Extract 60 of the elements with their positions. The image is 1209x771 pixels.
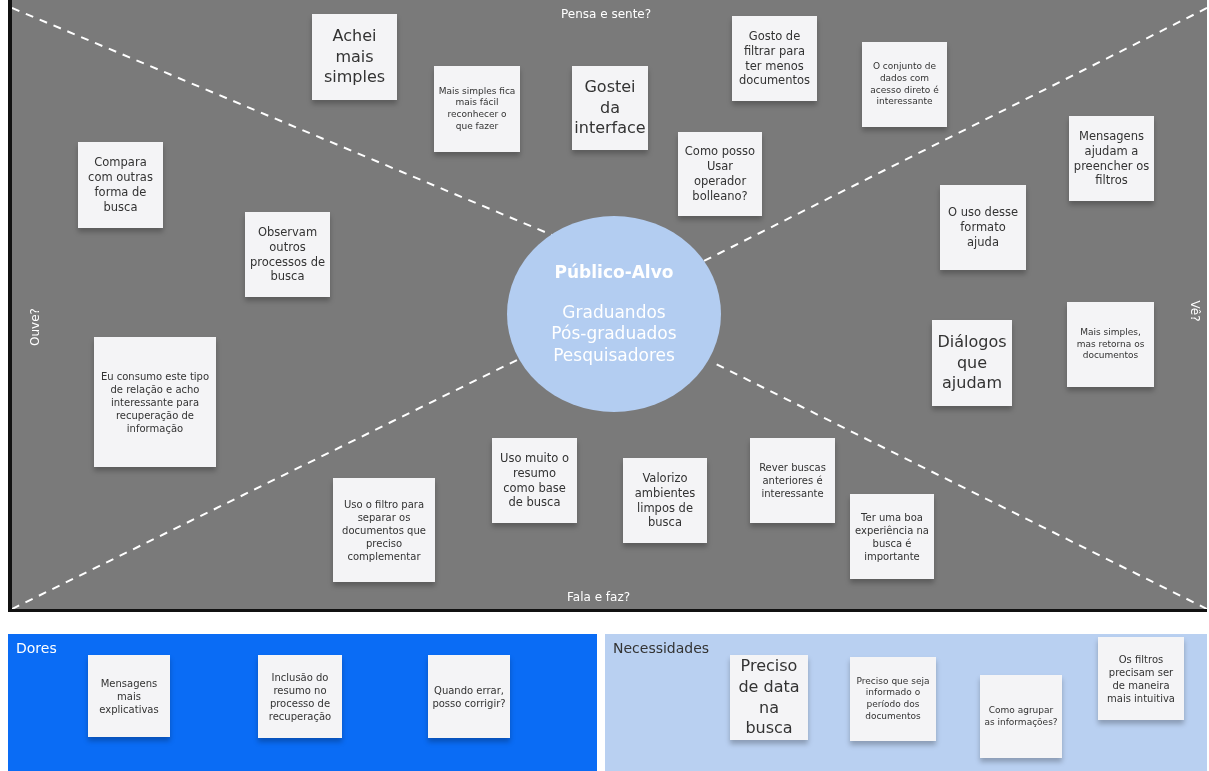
note-text: Uso o filtro para separar os documentos que preciso complementar: [341, 497, 427, 563]
note-text: Gosto de filtrar para ter menos documentos: [737, 28, 812, 89]
circle-heading: Público-Alvo: [554, 262, 674, 283]
sticky-note: [623, 458, 707, 543]
sticky-note: [492, 438, 577, 523]
sticky-note: [932, 320, 1012, 406]
note-text: Achei mais simples: [322, 25, 387, 89]
sticky-note: [1067, 302, 1154, 387]
sticky-note: [434, 66, 520, 152]
sticky-note: [1098, 637, 1184, 720]
note-text: O conjunto de dados com acesso direto é interessante: [869, 61, 940, 108]
sticky-note: [88, 655, 170, 737]
note-text: Diálogos que ajudam: [936, 331, 1008, 395]
sticky-note: [862, 42, 947, 127]
quadrant-label: Ouve?: [27, 308, 42, 346]
sticky-note: [730, 655, 808, 740]
note-text: Preciso que seja informado o período dos documentos: [855, 675, 931, 723]
note-text: Valorizo ambientes limpos de busca: [633, 470, 697, 531]
sticky-note: [850, 494, 934, 579]
sticky-note: [78, 142, 163, 228]
note-text: Como agrupar as informações?: [984, 704, 1058, 729]
note-text: Mensagens ajudam a preencher os filtros: [1073, 128, 1150, 189]
note-text: Mensagens mais explicativas: [98, 676, 160, 716]
sticky-note: [572, 66, 648, 150]
category-panel: [605, 634, 1207, 771]
sticky-note: [312, 14, 397, 100]
sticky-note: [333, 478, 435, 582]
quadrant-label: Vê?: [1187, 300, 1202, 322]
note-text: Uso muito o resumo como base de busca: [499, 450, 570, 511]
sticky-note: [980, 675, 1062, 758]
sticky-note: [732, 16, 817, 101]
quadrant-label: Fala e faz?: [567, 590, 631, 604]
quadrant-label: Pensa e sente?: [561, 7, 652, 21]
sticky-note: [258, 655, 342, 738]
note-text: Ter uma boa experiência na busca é importante: [854, 510, 930, 563]
panel-title: Dores: [16, 640, 57, 656]
sticky-note: [750, 438, 835, 523]
note-text: Inclusão do resumo no processo de recuperação: [267, 670, 333, 723]
note-text: Preciso de data na busca: [737, 655, 801, 740]
sticky-note: [850, 657, 936, 741]
sticky-note: [94, 337, 216, 467]
note-text: Observam outros processos de busca: [249, 224, 326, 285]
circle-text: Graduandos Pós-graduados Pesquisadores: [550, 302, 678, 366]
category-panel: [8, 634, 597, 771]
note-text: Como posso Usar operador bolleano?: [683, 144, 757, 204]
sticky-note: [940, 185, 1026, 270]
note-text: Os filtros precisam ser de maneira mais intuitiva: [1106, 652, 1176, 705]
note-text: Compara com outras forma de busca: [87, 155, 154, 215]
note-text: Quando errar, posso corrigir?: [432, 683, 506, 710]
panel-title: Necessidades: [613, 640, 710, 656]
note-text: Mais simples, mas retorna os documentos: [1075, 326, 1146, 363]
sticky-note: [1069, 116, 1154, 201]
note-text: Gostei da interface: [574, 76, 646, 140]
note-text: Eu consumo este tipo de relação e acho interessante para recuperação de informação: [99, 369, 211, 435]
sticky-note: [678, 132, 762, 216]
note-text: O uso desse formato ajuda: [946, 205, 1020, 250]
sticky-note: [428, 655, 510, 738]
note-text: Rever buscas anteriores é interessante: [758, 461, 827, 500]
note-text: Mais simples fica mais fácil reconhecer o que fazer: [438, 85, 516, 133]
sticky-note: [245, 212, 330, 297]
